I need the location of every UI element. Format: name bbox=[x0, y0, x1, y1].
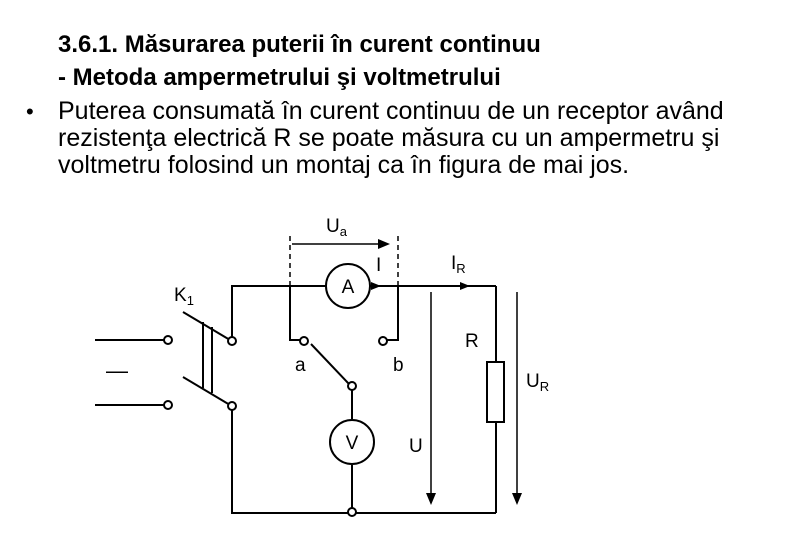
bullet-symbol: • bbox=[26, 99, 34, 124]
k1-contact-top bbox=[227, 336, 237, 346]
k1-contact-bottom bbox=[227, 401, 237, 411]
voltmeter-circle bbox=[329, 419, 375, 465]
bullet-text: Puterea consumată în curent continuu de … bbox=[58, 97, 724, 179]
section-title: 3.6.1. Măsurarea puterii în curent conti… bbox=[58, 31, 541, 58]
voltmeter-switch-blade bbox=[310, 343, 350, 385]
current-arrow-head bbox=[371, 282, 381, 290]
ammeter-label: A bbox=[342, 277, 355, 298]
k1-blade-top bbox=[182, 311, 231, 341]
ua-arrow-head bbox=[378, 239, 390, 249]
section-subtitle: - Metoda ampermetrului şi voltmetrului bbox=[58, 64, 501, 91]
resistor-label: R bbox=[465, 331, 479, 352]
contact-a bbox=[299, 336, 309, 346]
ua-label: Ua bbox=[326, 216, 348, 239]
position-b-label: b bbox=[393, 355, 404, 376]
source-sign: — bbox=[106, 358, 128, 383]
branch-b-wire bbox=[387, 286, 399, 341]
bottom-wire bbox=[231, 410, 496, 514]
contact-b bbox=[378, 336, 388, 346]
position-a-label: a bbox=[295, 355, 306, 376]
source-terminal-top bbox=[163, 335, 173, 345]
ir-arrow-head bbox=[460, 282, 470, 290]
voltmeter-switch-pivot bbox=[347, 381, 357, 391]
ur-arrow-head bbox=[512, 493, 522, 505]
top-wire-left bbox=[231, 285, 326, 337]
ir-label: IR bbox=[451, 253, 466, 276]
resistor-body bbox=[486, 361, 505, 423]
bottom-node bbox=[347, 507, 357, 517]
ur-label: UR bbox=[526, 371, 549, 394]
k1-label: K1 bbox=[174, 285, 194, 308]
source-terminal-bottom bbox=[163, 400, 173, 410]
bullet-paragraph: • Puterea consumată în curent continuu d… bbox=[26, 98, 786, 179]
ammeter-circle bbox=[325, 263, 371, 309]
u-arrow-head bbox=[426, 493, 436, 505]
voltmeter-label: V bbox=[346, 433, 359, 454]
u-label: U bbox=[409, 436, 423, 457]
k1-blade-bottom bbox=[182, 376, 231, 406]
branch-a-wire bbox=[289, 286, 300, 341]
current-label: I bbox=[376, 255, 381, 276]
